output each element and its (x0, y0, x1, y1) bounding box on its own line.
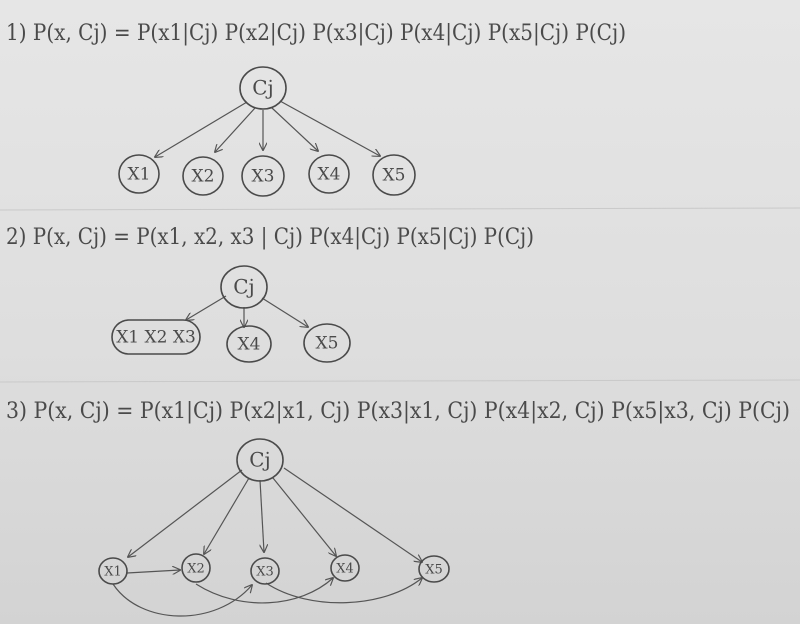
edge-cj-x2 (215, 107, 256, 152)
node-x1-1: X1 (118, 154, 160, 194)
node-x1-3: X1 (98, 557, 128, 585)
node-x4-1: X4 (308, 154, 350, 194)
equation-3: 3) P(x, Cj) = P(x1|Cj) P(x2|x1, Cj) P(x3… (6, 399, 790, 424)
node-label: X4 (336, 562, 354, 577)
edge-x3-x5 (265, 578, 422, 604)
node-x4-3: X4 (330, 554, 360, 582)
node-x5-1: X5 (372, 154, 416, 196)
node-label: X3 (252, 167, 275, 187)
edge-cj-x1 (155, 101, 248, 157)
node-cj-3: Cj (236, 438, 284, 482)
node-label: Cj (233, 275, 255, 299)
edge-cj-x5 (279, 100, 380, 156)
node-label: X2 (192, 167, 215, 187)
node-x5-2: X5 (303, 323, 351, 363)
edge-cj-x2 (204, 477, 250, 554)
edges-3 (112, 467, 422, 617)
edge-cj-x5 (261, 297, 308, 327)
node-label: X2 (187, 562, 205, 577)
node-label: Cj (249, 448, 271, 472)
node-x5-3: X5 (418, 555, 450, 583)
node-label: X1 (104, 565, 122, 580)
paper-fold-line (0, 207, 800, 211)
node-label: X4 (318, 165, 341, 185)
node-label: X3 (256, 565, 274, 580)
equation-1: 1) P(x, Cj) = P(x1|Cj) P(x2|Cj) P(x3|Cj)… (6, 21, 626, 46)
node-x3-1: X3 (241, 155, 285, 197)
edge-x1-x3 (112, 584, 252, 617)
section-1: 1) P(x, Cj) = P(x1|Cj) P(x2|Cj) P(x3|Cj)… (6, 21, 626, 197)
edge-x2-x4 (195, 578, 333, 604)
node-cj-1: Cj (239, 66, 287, 110)
node-label: X5 (316, 334, 339, 354)
section-3: 3) P(x, Cj) = P(x1|Cj) P(x2|x1, Cj) P(x3… (6, 399, 790, 617)
node-label: X4 (238, 335, 261, 355)
node-x123-2: X1 X2 X3 (111, 319, 201, 355)
edge-cj-x4 (272, 477, 336, 556)
edge-cj-x1 (128, 469, 243, 557)
node-x4-2: X4 (226, 325, 272, 363)
edge-cj-x123 (186, 295, 227, 320)
node-x2-1: X2 (182, 156, 224, 196)
section-2: 2) P(x, Cj) = P(x1, x2, x3 | Cj) P(x4|Cj… (6, 225, 534, 363)
node-label: X5 (425, 563, 443, 578)
edge-cj-x3 (260, 479, 264, 552)
node-x3-3: X3 (250, 557, 280, 585)
equation-2: 2) P(x, Cj) = P(x1, x2, x3 | Cj) P(x4|Cj… (6, 225, 534, 250)
node-label: X1 X2 X3 (116, 328, 196, 348)
edge-x1-x2 (126, 570, 180, 573)
node-label: X5 (383, 166, 406, 186)
node-label: X1 (128, 165, 151, 185)
node-x2-3: X2 (181, 553, 211, 583)
edge-cj-x4 (271, 107, 318, 151)
node-label: Cj (252, 76, 274, 100)
edge-cj-x5 (283, 467, 422, 562)
edges-1 (155, 100, 380, 157)
paper-fold-line (0, 379, 800, 383)
edges-2 (186, 295, 308, 327)
node-cj-2: Cj (220, 265, 268, 309)
